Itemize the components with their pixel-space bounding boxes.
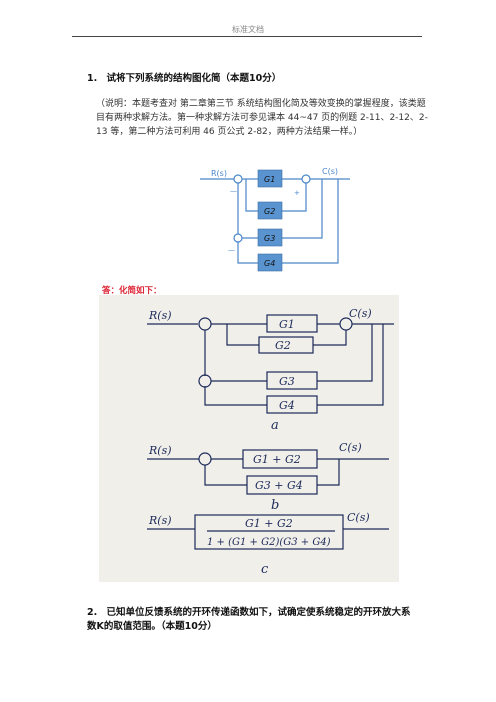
question-2-title: 2. 已知单位反馈系统的开环传递函数如下，试确定使系统稳定的开环放大系数K的取值… bbox=[87, 606, 417, 634]
question-2-text: 已知单位反馈系统的开环传递函数如下，试确定使系统稳定的开环放大系数K的取值范围。… bbox=[87, 607, 411, 632]
hw-a-input: R(s) bbox=[148, 309, 172, 322]
hw-a-g1: G1 bbox=[279, 318, 295, 331]
handwritten-solution-photo: R(s) C(s) G1 G2 G3 G4 a R(s) C(s) G1 + G… bbox=[99, 295, 399, 582]
block-g2: G2 bbox=[264, 207, 275, 216]
block-diagram: G1 G2 G3 G4 R(s) C(s) — + — bbox=[200, 167, 350, 272]
input-label: R(s) bbox=[211, 169, 227, 178]
hw-b-caption: b bbox=[271, 498, 279, 513]
block-g4: G4 bbox=[264, 259, 275, 268]
question-1-note: （说明：本题考查对 第二章第三节 系统结构图化简及等效变换的掌握程度，该类题目有… bbox=[96, 99, 428, 137]
answer-label: 答：化简如下： bbox=[102, 286, 162, 296]
hw-c-output: C(s) bbox=[347, 511, 370, 524]
block-g3: G3 bbox=[264, 234, 275, 243]
summing-junction-1 bbox=[233, 174, 243, 184]
hw-a-g2: G2 bbox=[275, 339, 291, 352]
output-label: C(s) bbox=[322, 167, 338, 176]
hw-b-block-1: G1 + G2 bbox=[253, 453, 301, 466]
block-g1: G1 bbox=[264, 175, 275, 184]
summing-junction-2 bbox=[301, 174, 311, 184]
hw-c-numerator: G1 + G2 bbox=[245, 517, 293, 530]
sign-plus: + bbox=[294, 189, 300, 197]
question-1-number: 1. bbox=[87, 73, 98, 84]
hw-a-caption: a bbox=[271, 418, 279, 433]
sign-minus-1: — bbox=[230, 187, 237, 195]
question-1-text: 试将下列系统的结构图化简（本题10分） bbox=[106, 73, 282, 84]
hw-b-output: C(s) bbox=[339, 441, 362, 454]
hw-a-output: C(s) bbox=[349, 307, 372, 320]
hw-b-block-2: G3 + G4 bbox=[255, 479, 303, 492]
hw-c-denominator: 1 + (G1 + G2)(G3 + G4) bbox=[207, 537, 331, 548]
question-1-title: 1. 试将下列系统的结构图化简（本题10分） bbox=[87, 72, 281, 86]
header-rule bbox=[72, 36, 422, 37]
handwritten-diagrams: R(s) C(s) G1 G2 G3 G4 a R(s) C(s) G1 + G… bbox=[147, 307, 394, 577]
hw-a-g3: G3 bbox=[279, 375, 295, 388]
sign-minus-2: — bbox=[228, 246, 235, 254]
summing-junction-3 bbox=[233, 233, 243, 243]
hw-c-caption: c bbox=[261, 562, 269, 577]
hw-c-input: R(s) bbox=[148, 514, 172, 527]
hw-b-input: R(s) bbox=[148, 444, 172, 457]
question-2-number: 2. bbox=[87, 607, 98, 618]
document-header: 标准文档 bbox=[232, 25, 264, 34]
hw-a-g4: G4 bbox=[279, 399, 295, 412]
